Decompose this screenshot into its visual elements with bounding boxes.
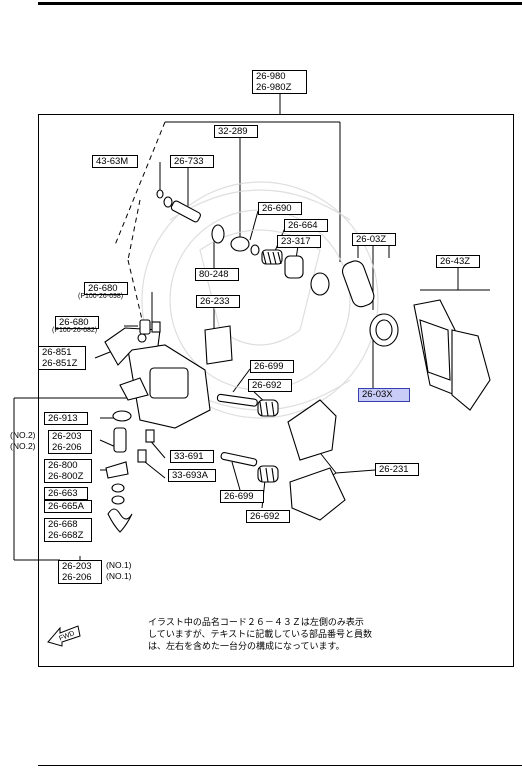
part-number: 26-913	[48, 413, 78, 424]
part-number: 26-665A	[48, 501, 84, 512]
part-number: 26-203	[52, 431, 82, 442]
label-26-665a: 26-665A	[44, 500, 92, 513]
part-number: 26-851Z	[42, 358, 78, 369]
label-26-668: 26-668 26-668Z	[44, 518, 92, 542]
label-26-699a: 26-699	[250, 360, 294, 373]
part-number: 23-317	[281, 236, 311, 247]
label-32-289: 32-289	[214, 125, 258, 138]
part-number: 26-800Z	[48, 471, 84, 482]
part-number: 26-699	[224, 491, 254, 502]
part-number: 26-206	[62, 572, 92, 583]
label-33-693a: 33-693A	[168, 469, 216, 482]
part-number: 43-63M	[96, 156, 129, 167]
label-26-03z: 26-03Z	[352, 233, 396, 246]
part-number: 26-680	[59, 317, 89, 328]
part-number: 26-664	[288, 220, 318, 231]
no2-note-b: (NO.2)	[10, 441, 36, 451]
label-26-699b: 26-699	[220, 490, 264, 503]
sub-note-26-680: (P100-26-698)	[78, 293, 124, 300]
label-43-63m: 43-63M	[92, 155, 138, 168]
part-number: 26-699	[254, 361, 284, 372]
label-26-690: 26-690	[258, 202, 302, 215]
part-number: 33-691	[174, 451, 204, 462]
label-80-248: 80-248	[195, 268, 239, 281]
part-number: 26-03Z	[356, 234, 387, 245]
part-number: 26-668	[48, 519, 78, 530]
fwd-arrow-icon: FWD	[47, 625, 81, 647]
part-number: 26-663	[48, 488, 78, 499]
label-26-233: 26-233	[196, 295, 240, 308]
diagram-frame	[38, 114, 514, 667]
no2-note-a: (NO.2)	[10, 430, 36, 440]
footnote-line-1: イラスト中の品名コード２６－４３Ｚは左側のみ表示	[148, 617, 364, 627]
part-number: 26-733	[174, 156, 204, 167]
footnote: イラスト中の品名コード２６－４３Ｚは左側のみ表示 していますが、テキストに記載し…	[148, 616, 372, 652]
bottom-rule	[38, 765, 522, 766]
label-26-692b: 26-692	[246, 510, 290, 523]
part-number: 26-692	[252, 380, 282, 391]
part-number: 26-692	[250, 511, 280, 522]
label-26-664: 26-664	[284, 219, 328, 232]
label-33-691: 33-691	[170, 450, 214, 463]
label-26-663: 26-663	[44, 487, 88, 500]
label-26-680b: 26-680	[55, 316, 99, 329]
footnote-line-3: は、左右を含めた一台分の構成になっています。	[148, 641, 345, 651]
label-26-800: 26-800 26-800Z	[44, 459, 92, 483]
no1-note-a: (NO.1)	[106, 560, 132, 570]
top-rule	[38, 2, 522, 5]
part-number: 26-43Z	[440, 256, 471, 267]
part-number: 26-680	[88, 283, 118, 294]
part-number: 26-233	[200, 296, 230, 307]
label-26-733: 26-733	[170, 155, 214, 168]
part-number: 26-851	[42, 347, 72, 358]
footnote-line-2: していますが、テキストに記載している部品番号と員数	[148, 629, 373, 639]
part-number: 26-206	[52, 442, 82, 453]
label-26-231: 26-231	[375, 463, 419, 476]
label-26-680: 26-680	[84, 282, 128, 295]
label-26-03x-highlighted[interactable]: 26-03X	[358, 388, 410, 402]
part-number: 26-980Z	[256, 82, 292, 93]
part-number: 32-289	[218, 126, 248, 137]
part-number: 26-203	[62, 561, 92, 572]
part-number: 26-690	[262, 203, 292, 214]
label-26-43z: 26-43Z	[436, 255, 480, 268]
no1-note-b: (NO.1)	[106, 571, 132, 581]
label-26-913: 26-913	[44, 412, 88, 425]
label-26-203-206: 26-203 26-206	[48, 430, 92, 454]
part-number: 80-248	[199, 269, 229, 280]
part-number: 26-668Z	[48, 530, 84, 541]
part-number: 26-980	[256, 71, 286, 82]
part-number: 33-693A	[172, 470, 208, 481]
sub-note-26-680b: (P100-26-682)	[52, 327, 98, 334]
part-number: 26-03X	[362, 389, 393, 400]
label-26-692a: 26-692	[248, 379, 292, 392]
label-assembly: 26-980 26-980Z	[252, 70, 307, 94]
part-number: 26-800	[48, 460, 78, 471]
part-number: 26-231	[379, 464, 409, 475]
label-26-851: 26-851 26-851Z	[38, 346, 86, 370]
label-23-317: 23-317	[277, 235, 321, 248]
label-26-203b-206b: 26-203 26-206	[58, 560, 102, 584]
